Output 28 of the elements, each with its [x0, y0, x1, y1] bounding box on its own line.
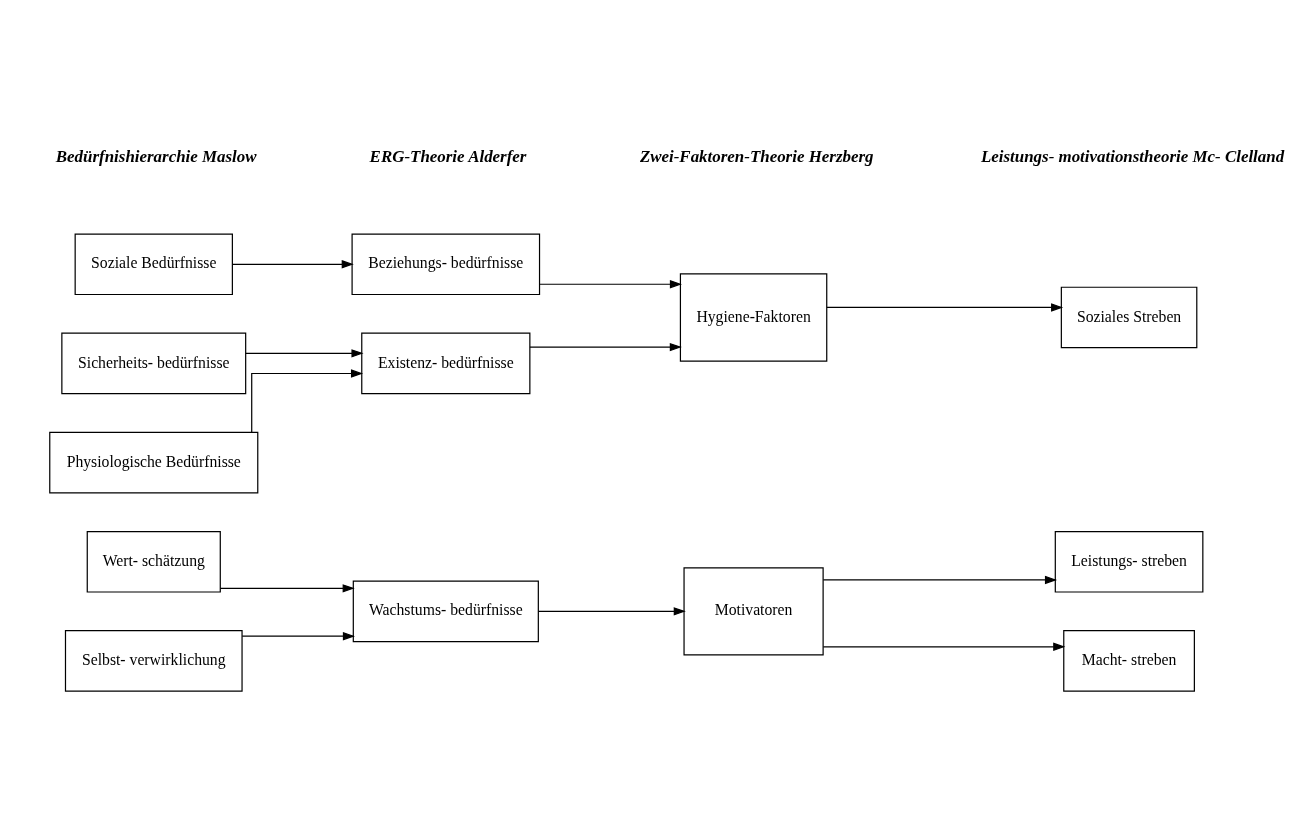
node-box: Soziale Bedürfnisse	[74, 232, 233, 295]
arrow	[245, 348, 364, 358]
arrow	[219, 583, 355, 593]
arrow	[822, 642, 1066, 651]
label: Zwei-Faktoren-Theorie Herzberg	[639, 146, 874, 166]
arrow	[539, 279, 682, 288]
node-box: Selbst- verwirklichung	[64, 629, 243, 692]
label: ERG-Theorie Alderfer	[369, 146, 527, 166]
node-box: Motivatoren	[683, 566, 824, 655]
node-box: Existenz- bedürfnisse	[361, 332, 531, 394]
arrow	[231, 259, 354, 269]
node-box: Beziehungs- bedürfnisse	[351, 232, 541, 295]
node-box: Wert- schätzung	[86, 530, 221, 593]
node-box: Physiologische Bedürfnisse	[49, 431, 259, 493]
arrow	[537, 606, 686, 616]
node-box: Soziales Streben	[1060, 286, 1198, 348]
node-box: Macht- streben	[1063, 629, 1195, 692]
node-box: Hygiene-Faktoren	[679, 272, 828, 362]
node-box: Wachstums- bedürfnisse	[352, 580, 539, 642]
arrow	[529, 342, 682, 351]
label: Leistungs- motivationstheorie Mc- Clelland	[980, 146, 1285, 166]
label: Bedürfnishierarchie Maslow	[55, 146, 257, 166]
arrow	[826, 302, 1064, 312]
arrow	[251, 368, 364, 433]
node-box: Sicherheits- bedürfnisse	[61, 332, 247, 394]
node-box: Leistungs- streben	[1054, 530, 1204, 593]
arrow	[241, 631, 355, 640]
arrow	[822, 575, 1058, 584]
